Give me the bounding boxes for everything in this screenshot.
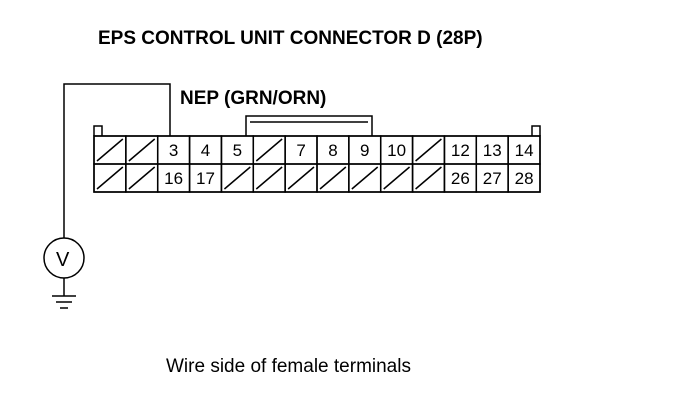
wire-label: NEP (GRN/ORN) — [180, 88, 326, 109]
empty-terminal-slash — [415, 166, 442, 190]
terminal-number-8: 8 — [328, 141, 337, 160]
terminal-cell-bottom-14 — [507, 163, 541, 193]
empty-terminal-slash — [255, 166, 283, 190]
empty-terminal-slash — [319, 166, 347, 190]
empty-terminal-slash — [96, 138, 124, 162]
empty-terminal-slash — [415, 138, 442, 162]
probe-wire — [63, 83, 171, 238]
empty-terminal-slash — [255, 138, 283, 162]
empty-terminal-slash — [287, 166, 315, 190]
voltmeter: V — [43, 237, 85, 296]
terminal-number-7: 7 — [296, 141, 305, 160]
terminal-number-27: 27 — [483, 169, 502, 188]
empty-terminal-slash — [383, 166, 411, 190]
terminal-number-3: 3 — [169, 141, 178, 160]
voltmeter-symbol: V — [56, 249, 70, 271]
ground-icon — [52, 295, 76, 309]
terminal-number-13: 13 — [483, 141, 502, 160]
diagram-title: EPS CONTROL UNIT CONNECTOR D (28P) — [98, 28, 483, 49]
empty-terminal-slash — [96, 166, 124, 190]
terminal-number-12: 12 — [451, 141, 470, 160]
terminal-grid: 3 4 5 7 8 9 10 12 13 14 16 17 26 27 28 — [93, 135, 541, 193]
diagram-caption: Wire side of female terminals — [166, 356, 411, 377]
empty-terminal-slash — [223, 166, 251, 190]
terminal-number-14: 14 — [515, 141, 534, 160]
terminal-number-4: 4 — [201, 141, 210, 160]
terminal-number-16: 16 — [164, 169, 183, 188]
terminal-number-5: 5 — [233, 141, 242, 160]
terminal-number-9: 9 — [360, 141, 369, 160]
empty-terminal-slash — [128, 138, 156, 162]
terminal-number-28: 28 — [515, 169, 534, 188]
empty-terminal-slash — [351, 166, 379, 190]
terminal-number-17: 17 — [196, 169, 215, 188]
empty-terminal-slash — [128, 166, 156, 190]
terminal-number-10: 10 — [387, 141, 406, 160]
terminal-number-26: 26 — [451, 169, 470, 188]
